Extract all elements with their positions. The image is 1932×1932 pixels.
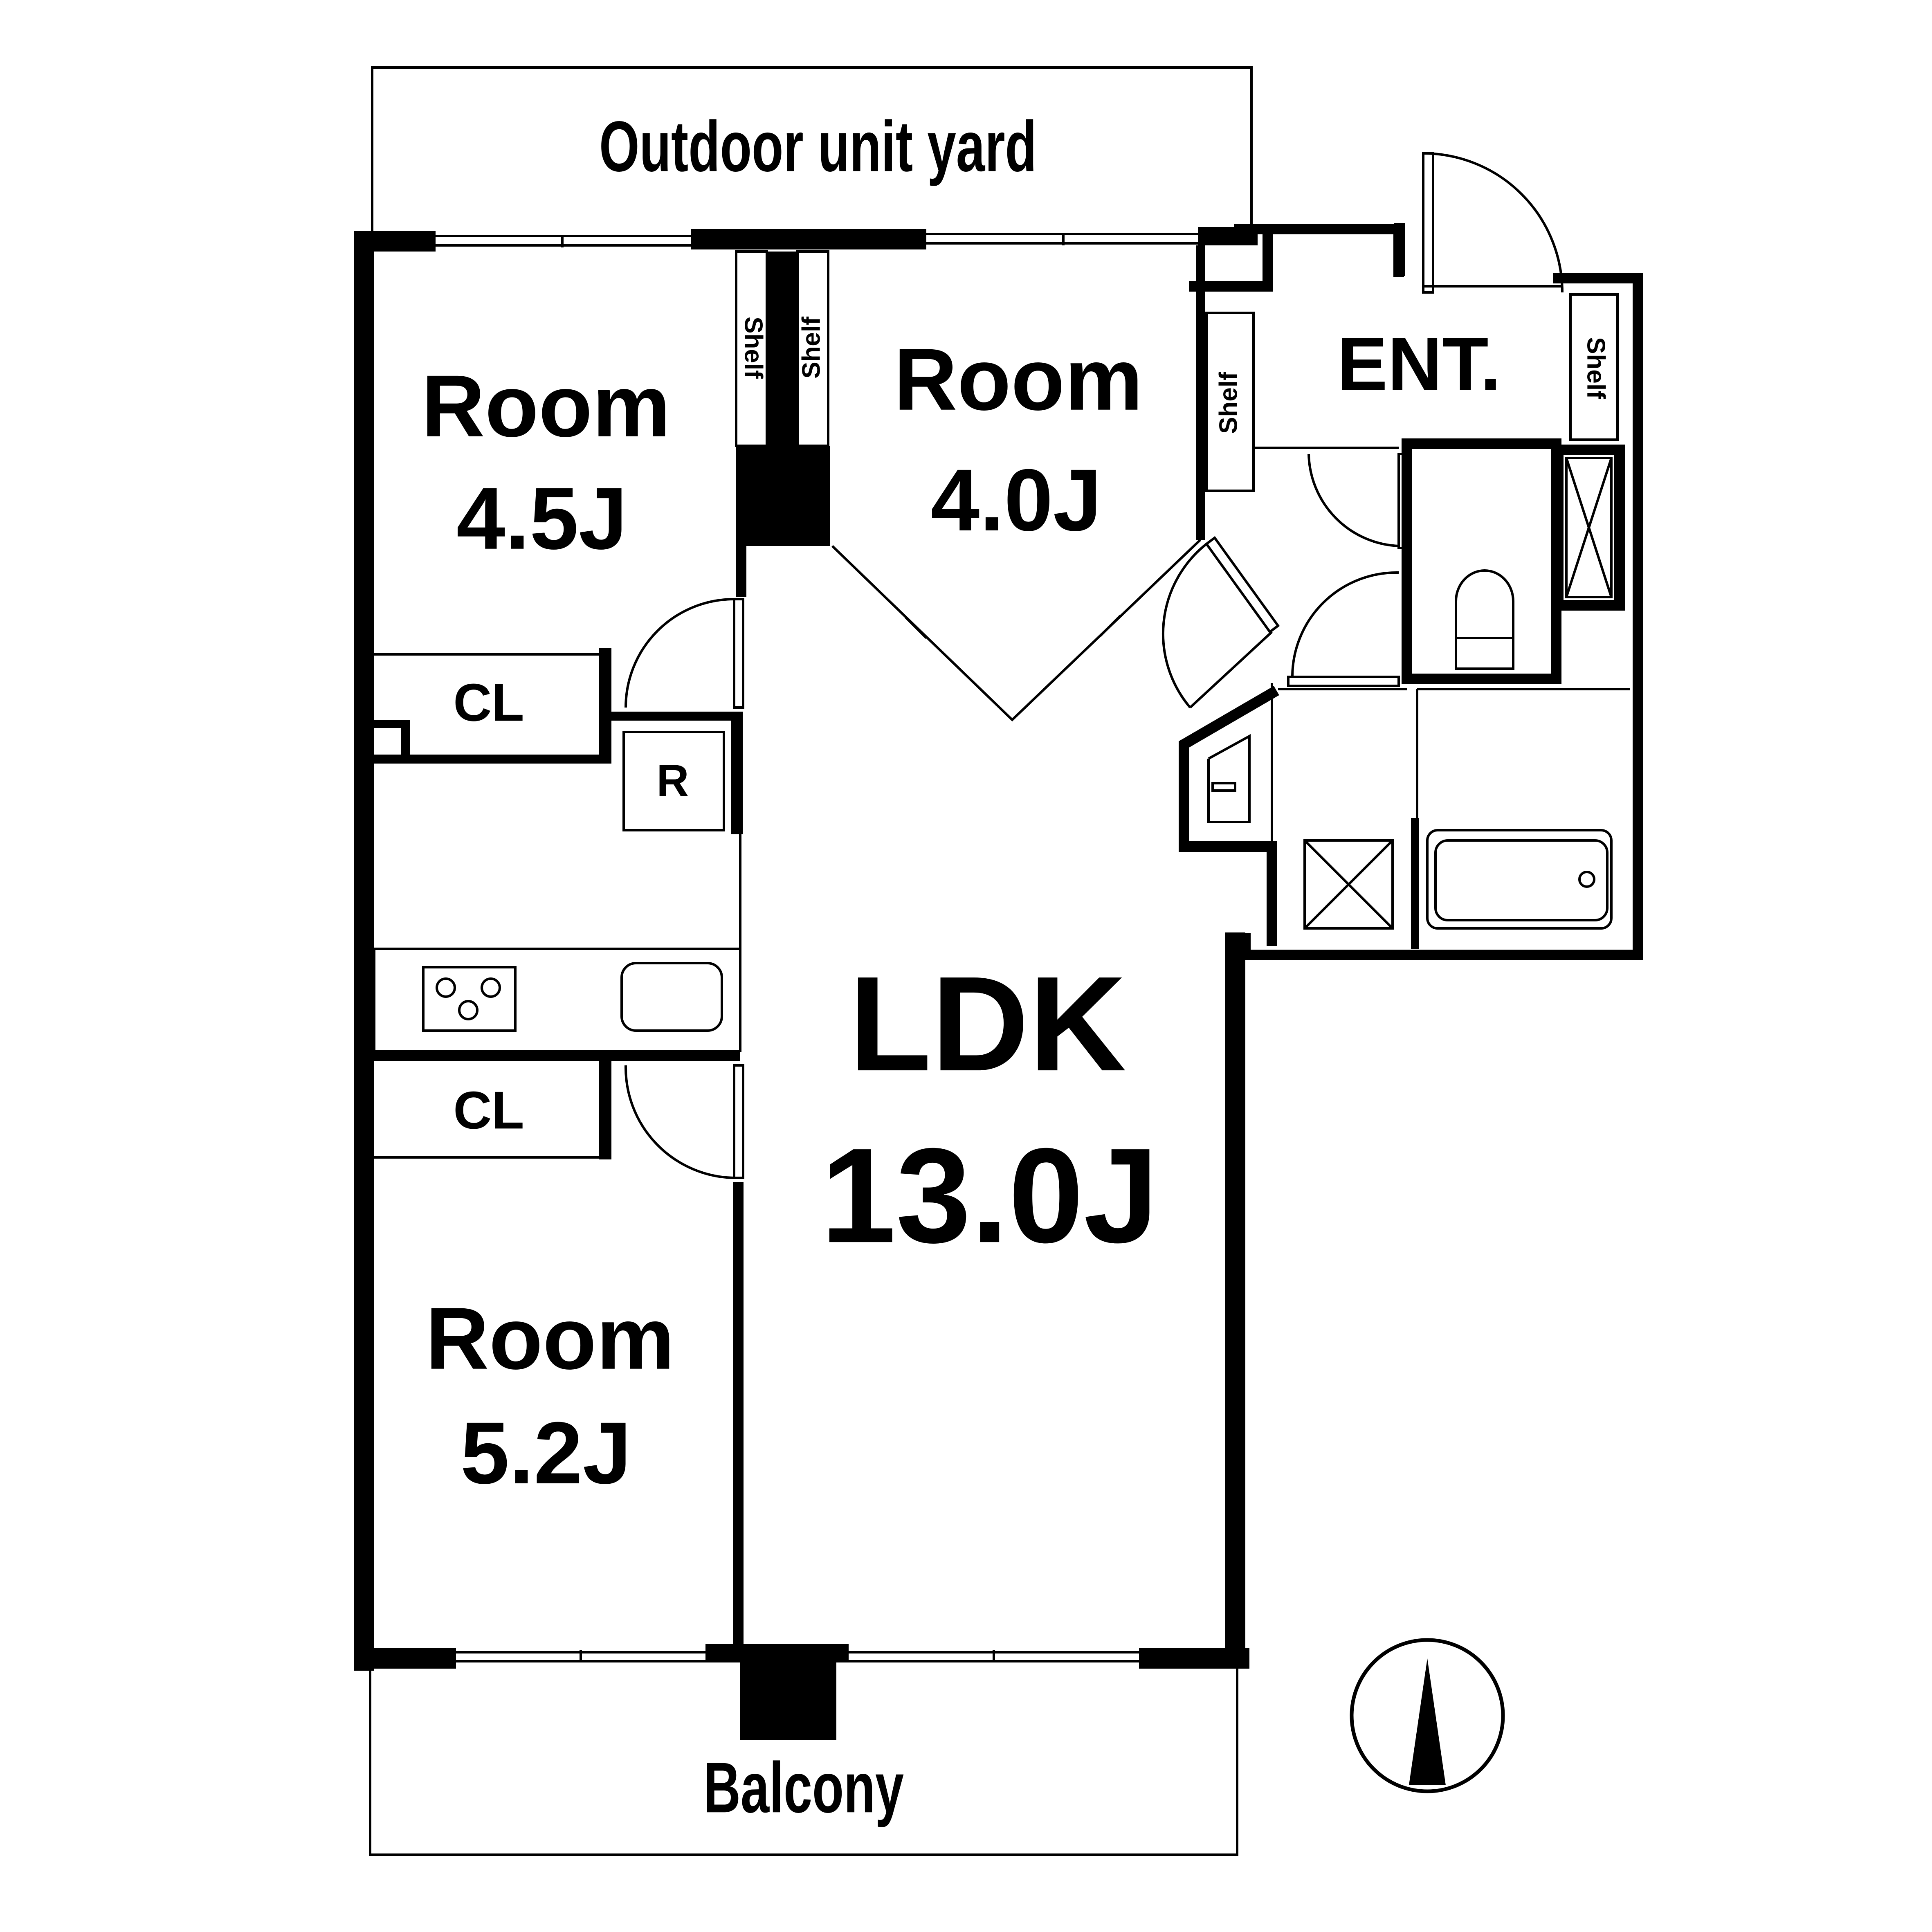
- fixtures: R: [422, 457, 1613, 1032]
- shelf-label-4: Shelf: [1582, 337, 1610, 399]
- outdoor-unit-yard-label: Outdoor unit yard: [599, 107, 1037, 186]
- interior-walls: [373, 245, 1630, 1656]
- doors: [624, 152, 1564, 1179]
- windows: [436, 233, 1198, 1662]
- room-4-0: Room 4.0J: [894, 330, 1143, 549]
- closet-label-lower: CL: [453, 1080, 524, 1140]
- shelf-label-2: Shelf: [797, 317, 825, 379]
- room-4-0-size: 4.0J: [931, 451, 1102, 549]
- column-top: [736, 446, 830, 546]
- room-5-2-size: 5.2J: [461, 1404, 631, 1502]
- room-5-2-name: Room: [425, 1289, 674, 1388]
- ldk: LDK 13.0J: [821, 948, 1159, 1271]
- north-arrow-icon: [1350, 1638, 1505, 1793]
- room-4-5: Room 4.5J: [421, 357, 670, 568]
- balcony-label: Balcony: [703, 1748, 904, 1828]
- fridge-label: R: [656, 756, 689, 806]
- ldk-size: 13.0J: [821, 1120, 1159, 1271]
- closet-label-upper: CL: [453, 672, 524, 732]
- balcony: Balcony: [369, 1660, 1238, 1856]
- room-4-5-size: 4.5J: [456, 469, 627, 568]
- room-5-2: Room 5.2J: [425, 1289, 674, 1502]
- outdoor-unit-yard: Outdoor unit yard: [371, 66, 1253, 235]
- room-4-0-name: Room: [894, 330, 1143, 429]
- room-4-5-name: Room: [421, 357, 670, 455]
- entrance-label: ENT.: [1337, 322, 1501, 407]
- shelf-label-1: Shelf: [739, 317, 768, 379]
- ldk-name: LDK: [849, 948, 1126, 1099]
- column-bottom: [740, 1644, 836, 1740]
- shelf-label-3: Shelf: [1214, 372, 1242, 434]
